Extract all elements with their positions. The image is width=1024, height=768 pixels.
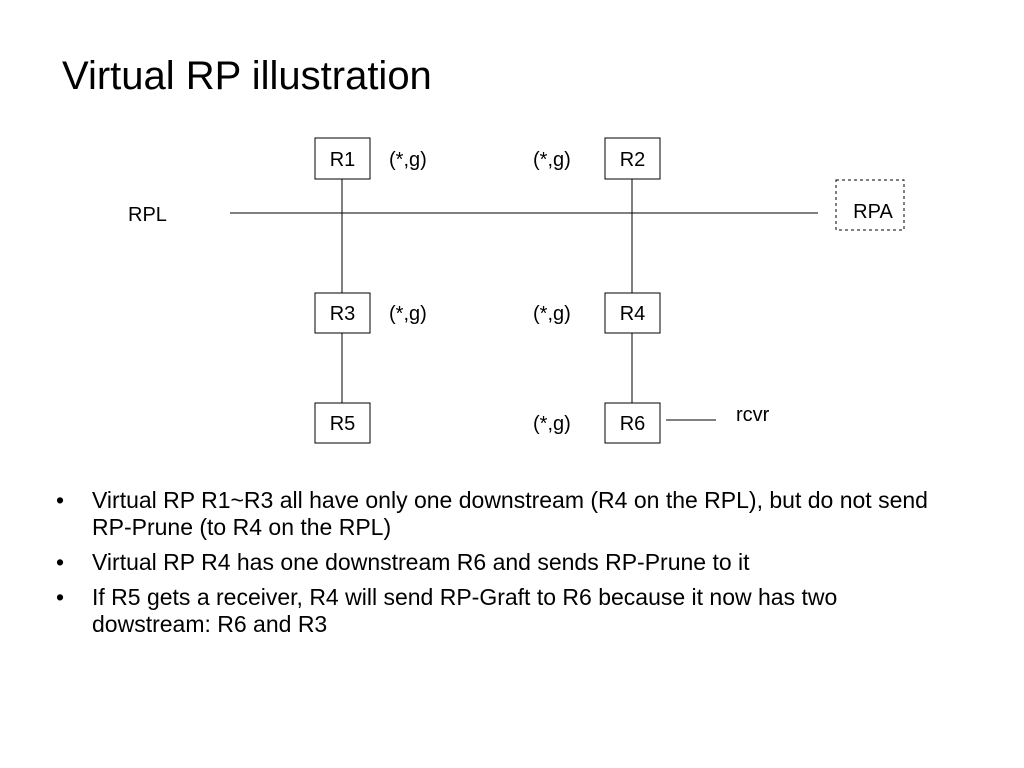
- bullet-list: Virtual RP R1~R3 all have only one downs…: [56, 487, 956, 646]
- bullet-item: Virtual RP R4 has one downstream R6 and …: [56, 549, 956, 576]
- rpl-label: RPL: [128, 204, 167, 226]
- rcvr-label: rcvr: [736, 404, 770, 426]
- router-r4-box: [604, 292, 661, 334]
- rpa-box: [835, 179, 905, 231]
- router-r6-box: [604, 402, 661, 444]
- state-label-r4: (*,g): [533, 303, 571, 325]
- router-r1-label: R1: [330, 149, 356, 171]
- router-r3-box: [314, 292, 371, 334]
- router-r4-label: R4: [620, 303, 646, 325]
- bullet-item: If R5 gets a receiver, R4 will send RP-G…: [56, 584, 956, 638]
- bullet-item: Virtual RP R1~R3 all have only one downs…: [56, 487, 956, 541]
- state-label-r2: (*,g): [533, 149, 571, 171]
- router-r1-box: [314, 137, 371, 180]
- network-diagram: R1 R2 R3 R4 R5 R6 RPA RPL rcvr (*,g) (*,…: [128, 137, 905, 444]
- router-r2-label: R2: [620, 149, 646, 171]
- router-r3-label: R3: [330, 303, 356, 325]
- router-r5-box: [314, 402, 371, 444]
- slide-title: Virtual RP illustration: [62, 54, 432, 98]
- router-r2-box: [604, 137, 661, 180]
- rpa-label: RPA: [853, 201, 893, 223]
- state-label-r1: (*,g): [389, 149, 427, 171]
- router-r6-label: R6: [620, 413, 646, 435]
- router-r5-label: R5: [330, 413, 356, 435]
- state-label-r3: (*,g): [389, 303, 427, 325]
- state-label-r6: (*,g): [533, 413, 571, 435]
